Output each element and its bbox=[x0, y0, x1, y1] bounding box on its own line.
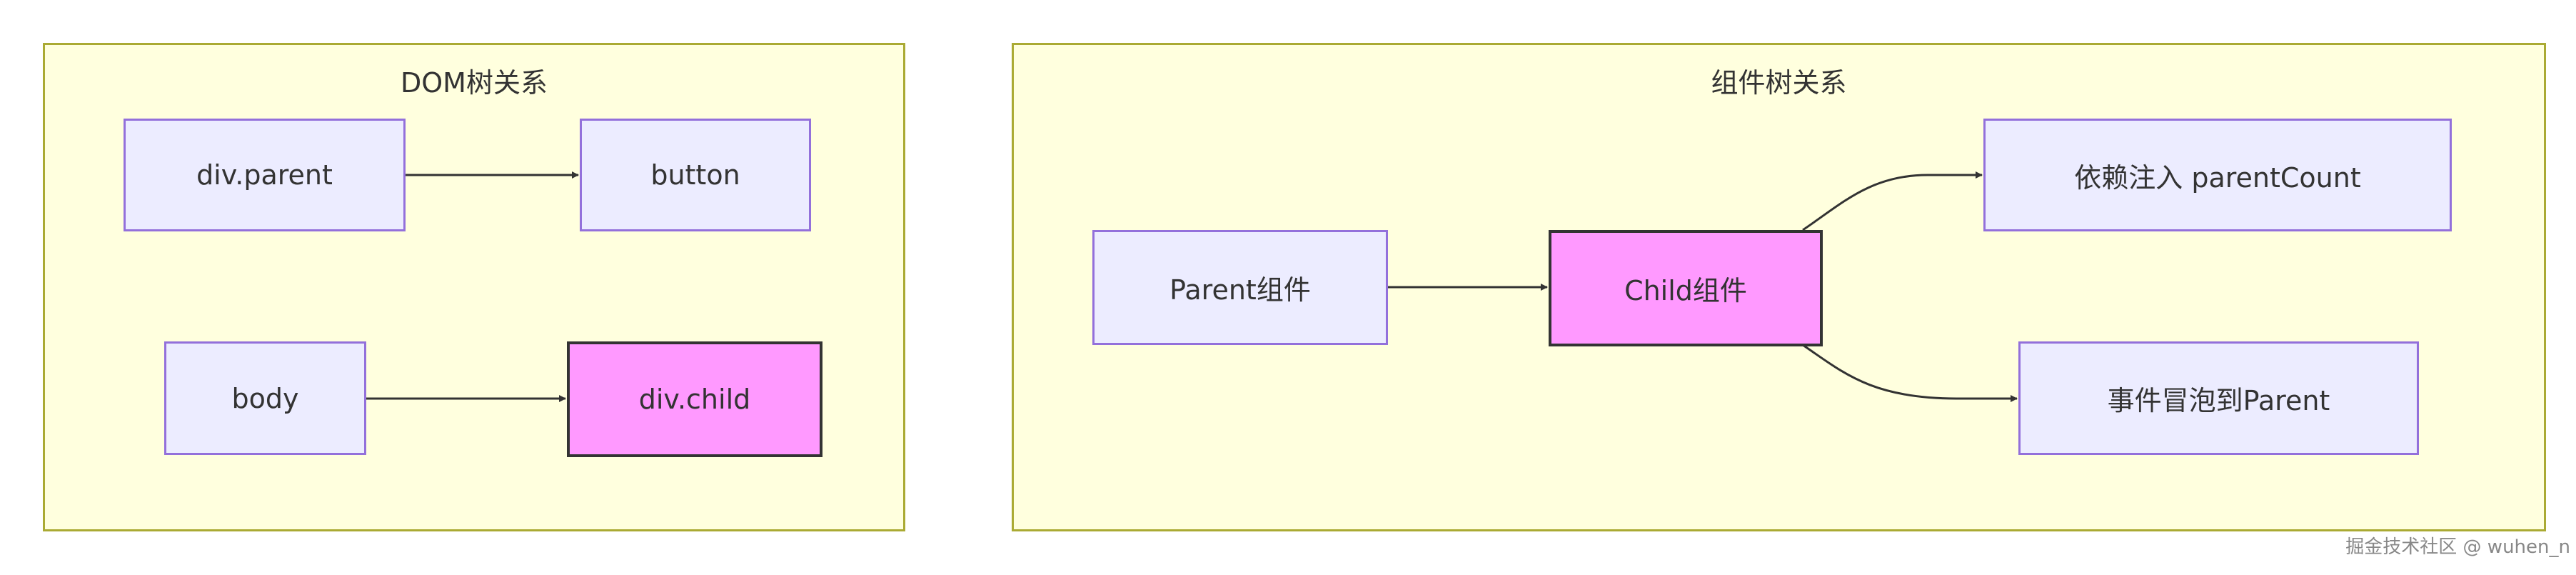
watermark: 掘金技术社区 @ wuhen_n bbox=[2345, 536, 2570, 558]
edge-child-event bbox=[1802, 344, 2018, 402]
cluster-title: DOM树关系 bbox=[401, 67, 548, 99]
node-dependency-injection: 依赖注入 parentCount bbox=[1983, 119, 2452, 231]
node-child-component: Child组件 bbox=[1549, 230, 1823, 346]
edge-child-inject bbox=[1802, 171, 1983, 231]
node-div-parent: div.parent bbox=[124, 119, 406, 231]
node-parent-component: Parent组件 bbox=[1092, 230, 1388, 345]
node-div-child: div.child bbox=[567, 341, 822, 457]
cluster-title: 组件树关系 bbox=[1711, 67, 1847, 99]
node-button: button bbox=[580, 119, 811, 231]
node-body: body bbox=[164, 341, 366, 455]
node-event-bubbling: 事件冒泡到Parent bbox=[2018, 341, 2419, 455]
